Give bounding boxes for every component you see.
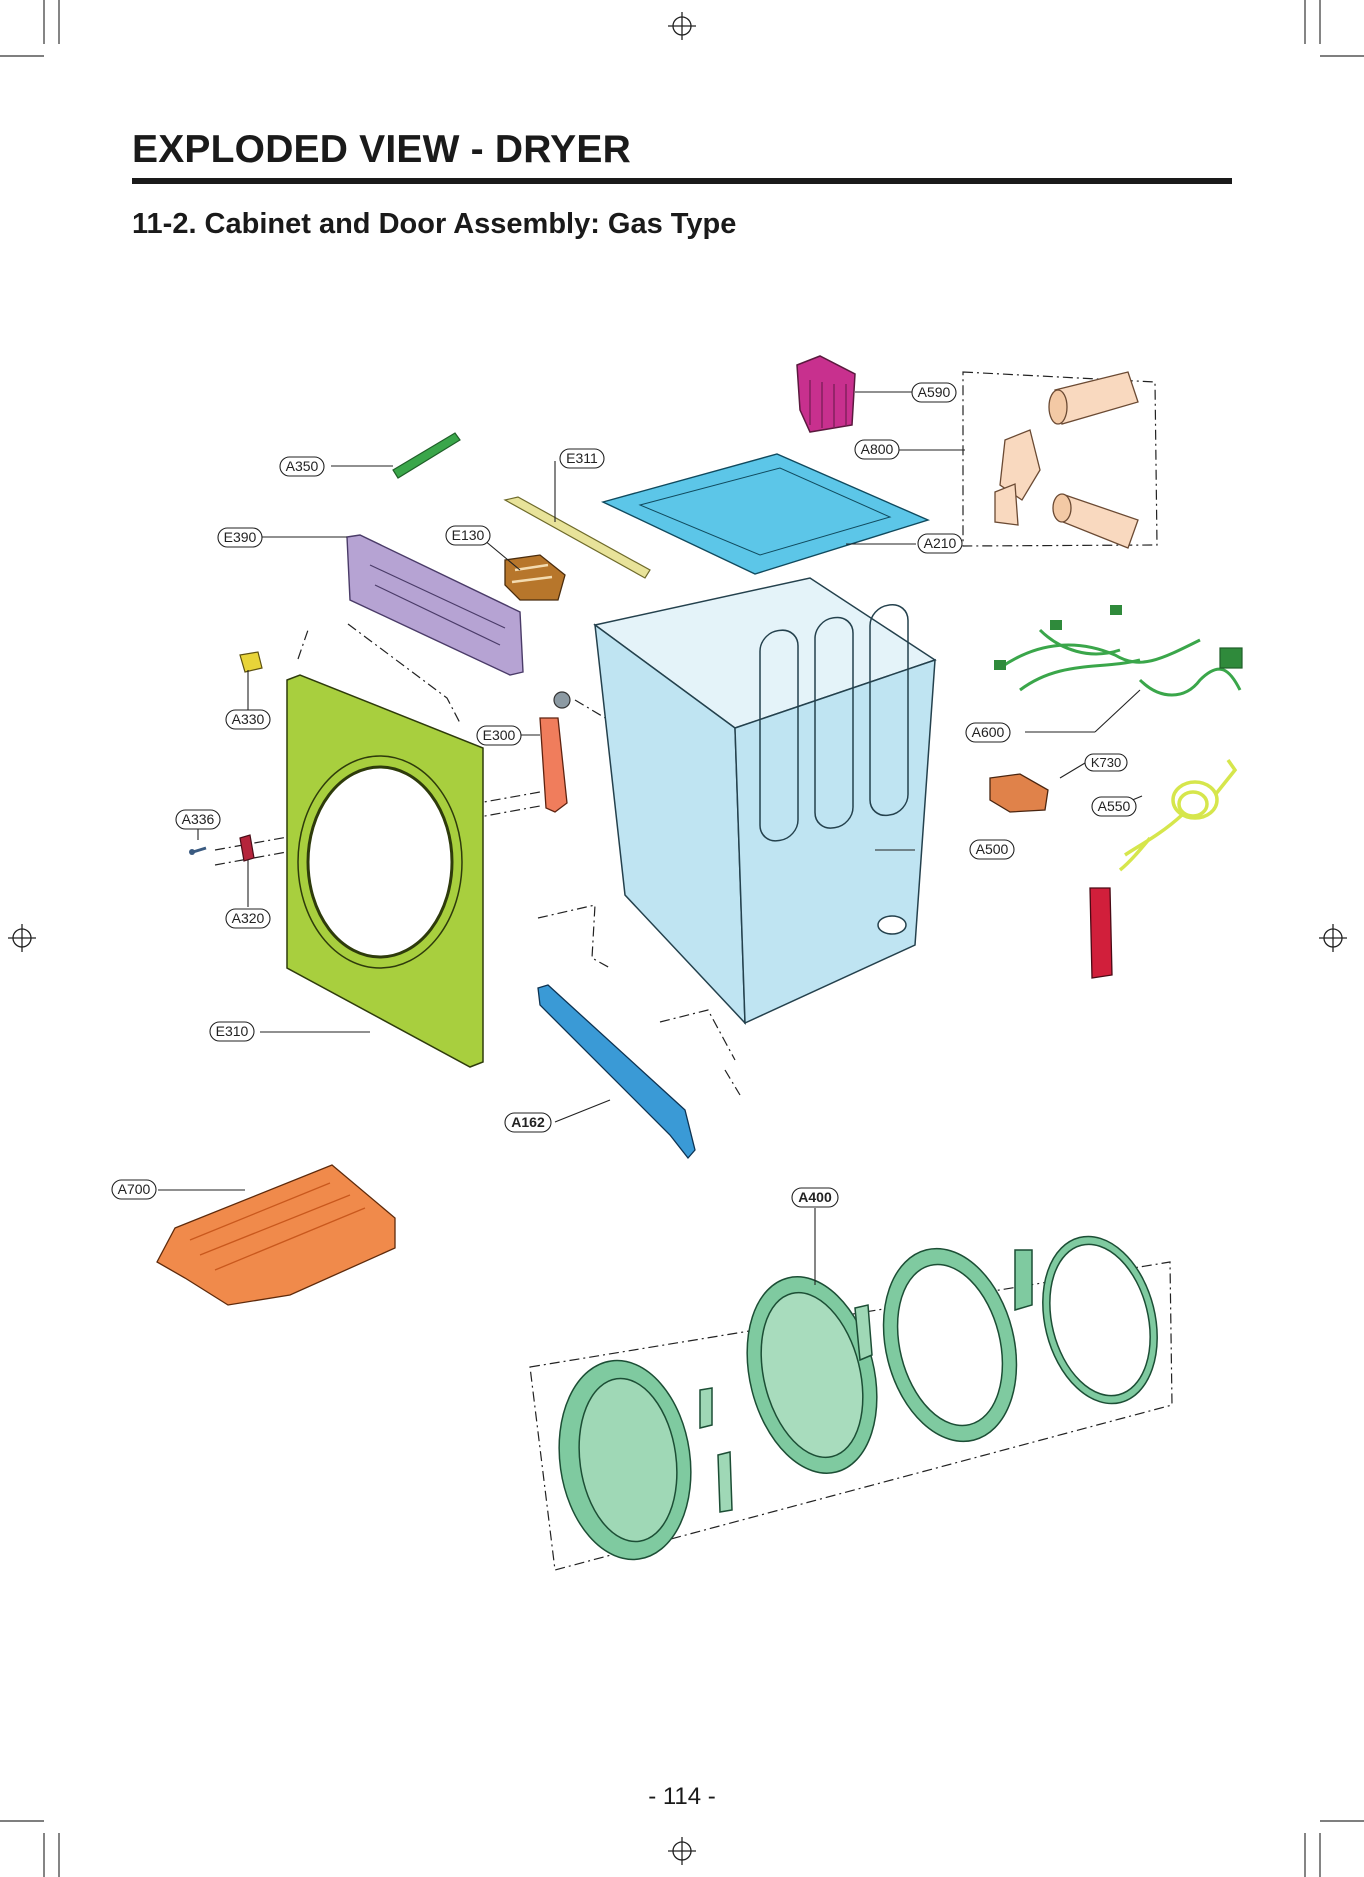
control-module-part — [504, 554, 566, 601]
control-panel-frame-part — [346, 534, 524, 676]
callout-a400: A400 — [791, 1187, 839, 1208]
svg-text:E300: E300 — [483, 727, 516, 743]
door-latch-part — [239, 834, 255, 862]
support-rail-part — [537, 984, 696, 1160]
title-rule — [132, 178, 1232, 184]
display-pcb-part — [392, 432, 461, 479]
svg-text:E390: E390 — [224, 529, 257, 545]
cabinet-part — [593, 577, 937, 1025]
hinge-bracket-part — [539, 717, 568, 813]
svg-text:A330: A330 — [232, 711, 265, 727]
svg-text:A350: A350 — [286, 458, 319, 474]
svg-text:A400: A400 — [798, 1189, 832, 1205]
callout-e311: E311 — [559, 448, 605, 469]
svg-text:A550: A550 — [1098, 798, 1131, 814]
svg-text:A210: A210 — [924, 535, 957, 551]
page-title: EXPLODED VIEW - DRYER — [132, 128, 631, 171]
callout-a330: A330 — [225, 709, 271, 730]
page-number: - 114 - — [648, 1783, 716, 1810]
callout-e390: E390 — [217, 527, 263, 548]
crosshair-left — [8, 924, 36, 952]
door-assembly-part — [558, 1235, 1158, 1561]
callouts: A590 A800 A350 E311 A210 E390 E130 A330 … — [111, 382, 1137, 1208]
callout-a550: A550 — [1091, 796, 1137, 817]
callout-a336: A336 — [175, 809, 221, 830]
svg-text:A336: A336 — [182, 811, 215, 827]
control-trim-part — [503, 496, 651, 579]
svg-text:A700: A700 — [118, 1181, 151, 1197]
callout-e310: E310 — [209, 1021, 255, 1042]
callout-a320: A320 — [225, 908, 271, 929]
callout-a600: A600 — [965, 722, 1011, 743]
crosshair-top — [668, 12, 696, 40]
callout-a590: A590 — [911, 382, 957, 403]
crosshair-bottom — [668, 1837, 696, 1865]
callout-a162: A162 — [504, 1112, 552, 1133]
svg-text:A590: A590 — [918, 384, 951, 400]
screw-part — [189, 846, 207, 855]
top-plate-part — [600, 453, 930, 575]
callout-a800: A800 — [854, 439, 900, 460]
section-subtitle: 11-2. Cabinet and Door Assembly: Gas Typ… — [132, 208, 737, 240]
gas-valve-part — [989, 773, 1049, 813]
front-panel-part — [286, 674, 484, 1068]
callout-k730: K730 — [1084, 753, 1128, 772]
callout-a350: A350 — [279, 456, 325, 477]
door-lock-part — [1089, 887, 1113, 979]
svg-text:A320: A320 — [232, 910, 265, 926]
callout-e130: E130 — [445, 525, 491, 546]
svg-text:A800: A800 — [861, 441, 894, 457]
leader-lines — [158, 391, 1143, 1285]
power-cord-part — [1118, 758, 1238, 872]
door-switch-part — [239, 651, 263, 673]
svg-text:E311: E311 — [566, 450, 598, 466]
wire-harness-part — [994, 605, 1243, 697]
svg-text:A162: A162 — [511, 1114, 545, 1130]
exhaust-duct-part — [994, 371, 1139, 549]
svg-text:K730: K730 — [1091, 755, 1121, 770]
svg-text:A500: A500 — [976, 841, 1009, 857]
callout-a210: A210 — [917, 533, 963, 554]
callout-a500: A500 — [969, 839, 1015, 860]
callout-a700: A700 — [111, 1179, 157, 1200]
cabinet-nut-part — [553, 691, 571, 709]
svg-text:E130: E130 — [452, 527, 485, 543]
drying-rack-part — [156, 1164, 396, 1306]
callout-e300: E300 — [476, 725, 522, 746]
crosshair-right — [1319, 924, 1347, 952]
lint-filter-part — [796, 355, 856, 433]
svg-text:A600: A600 — [972, 724, 1005, 740]
svg-text:E310: E310 — [216, 1023, 249, 1039]
